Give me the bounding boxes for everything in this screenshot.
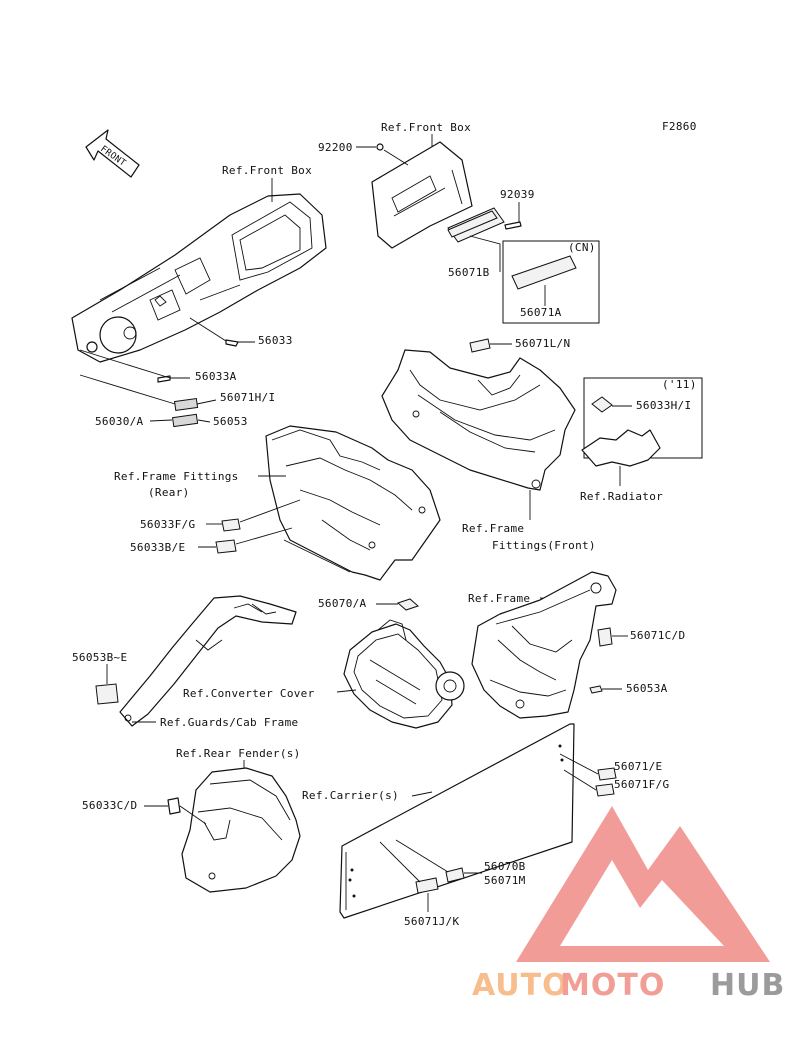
decal-56053BE: [95, 683, 119, 705]
decal-56070B-56071M: [445, 867, 465, 883]
label-56053: 56053: [213, 415, 248, 428]
label-92039: 92039: [500, 188, 535, 201]
label-cn: (CN): [568, 241, 596, 254]
label-ref-rear-fender: Ref.Rear Fender(s): [176, 747, 301, 760]
label-ref-converter-cover: Ref.Converter Cover: [183, 687, 315, 700]
label-ref-frame-fittings-front-1: Ref.Frame: [462, 522, 524, 535]
label-56070A: 56070/A: [318, 597, 367, 610]
frame-fittings-front-illustration: [381, 349, 576, 491]
frame-fittings-rear-illustration: [265, 425, 441, 581]
carrier-panel-illustration: [339, 723, 575, 919]
decal-56053: [171, 413, 199, 428]
label-56033HI: 56033H/I: [636, 399, 691, 412]
automotohub-logo: AUTO MOTO HUB: [472, 806, 785, 1003]
front-arrow-icon: FRONT: [85, 129, 140, 178]
part-92200-nut-icon: [376, 143, 384, 151]
decal-56070A: [397, 598, 419, 611]
watermark-auto: AUTO: [472, 968, 569, 1003]
rear-fender-illustration: [181, 767, 301, 893]
label-56071LN: 56071L/N: [515, 337, 570, 350]
figure-code: F2860: [662, 120, 697, 133]
label-56071E: 56071/E: [614, 760, 662, 773]
decal-56071CD: [597, 627, 613, 647]
label-56033CD: 56033C/D: [82, 799, 137, 812]
front-box-lid-illustration: [371, 141, 473, 249]
cn-variant-box: [502, 240, 600, 324]
label-56033A: 56033A: [195, 370, 237, 383]
watermark-hub: HUB: [710, 968, 785, 1003]
label-ref-frame-fittings-rear-2: (Rear): [148, 486, 190, 499]
ref-front-box-top-label: Ref.Front Box: [381, 121, 471, 134]
decal-56033HI: [591, 396, 613, 413]
decal-56033BE: [215, 539, 237, 554]
label-56033FG: 56033F/G: [140, 518, 195, 531]
label-56071FG: 56071F/G: [614, 778, 669, 791]
watermark-moto: MOTO: [560, 968, 665, 1003]
frame-illustration: [471, 571, 617, 719]
decal-56071FG: [595, 783, 615, 797]
decal-56071A: [511, 255, 577, 290]
radiator-bracket-illustration: [581, 429, 661, 467]
decal-56071E: [597, 767, 617, 781]
label-ref-guards-cab-frame: Ref.Guards/Cab Frame: [160, 716, 298, 729]
converter-cover-illustration: [343, 619, 465, 729]
label-ref-frame-fittings-rear-1: Ref.Frame Fittings: [114, 470, 239, 483]
part-56033A-screw-icon: [157, 375, 171, 383]
decal-56053A: [589, 685, 603, 694]
ref-front-box-left-label: Ref.Front Box: [222, 164, 312, 177]
part-92039-pin-icon: [504, 221, 522, 230]
part-56033CD-tag-icon: [167, 797, 181, 815]
dash-panel-illustration: [71, 193, 327, 363]
label-ref-frame: Ref.Frame: [468, 592, 530, 605]
label-year-11: ('11): [662, 378, 697, 391]
label-ref-carrier: Ref.Carrier(s): [302, 789, 399, 802]
label-56053A: 56053A: [626, 682, 668, 695]
decal-56071JK: [415, 877, 439, 894]
label-56071B: 56071B: [448, 266, 490, 279]
label-56030A: 56030/A: [95, 415, 144, 428]
decal-56071LN: [469, 338, 491, 353]
label-56071HI: 56071H/I: [220, 391, 275, 404]
guards-cab-frame-illustration: [119, 595, 297, 727]
label-56071M: 56071M: [484, 874, 526, 887]
label-ref-frame-fittings-front-2: Fittings(Front): [492, 539, 596, 552]
label-56033: 56033: [258, 334, 293, 347]
decal-56071HI: [173, 397, 199, 412]
label-56070B: 56070B: [484, 860, 526, 873]
label-56053BE: 56053B~E: [72, 651, 127, 664]
decal-56033FG: [221, 518, 241, 532]
label-56071A: 56071A: [520, 306, 562, 319]
label-92200: 92200: [318, 141, 353, 154]
part-56033-screw-icon: [225, 339, 239, 347]
label-ref-radiator: Ref.Radiator: [580, 490, 663, 503]
label-56033BE: 56033B/E: [130, 541, 185, 554]
label-56071JK: 56071J/K: [404, 915, 459, 928]
label-56071CD: 56071C/D: [630, 629, 685, 642]
